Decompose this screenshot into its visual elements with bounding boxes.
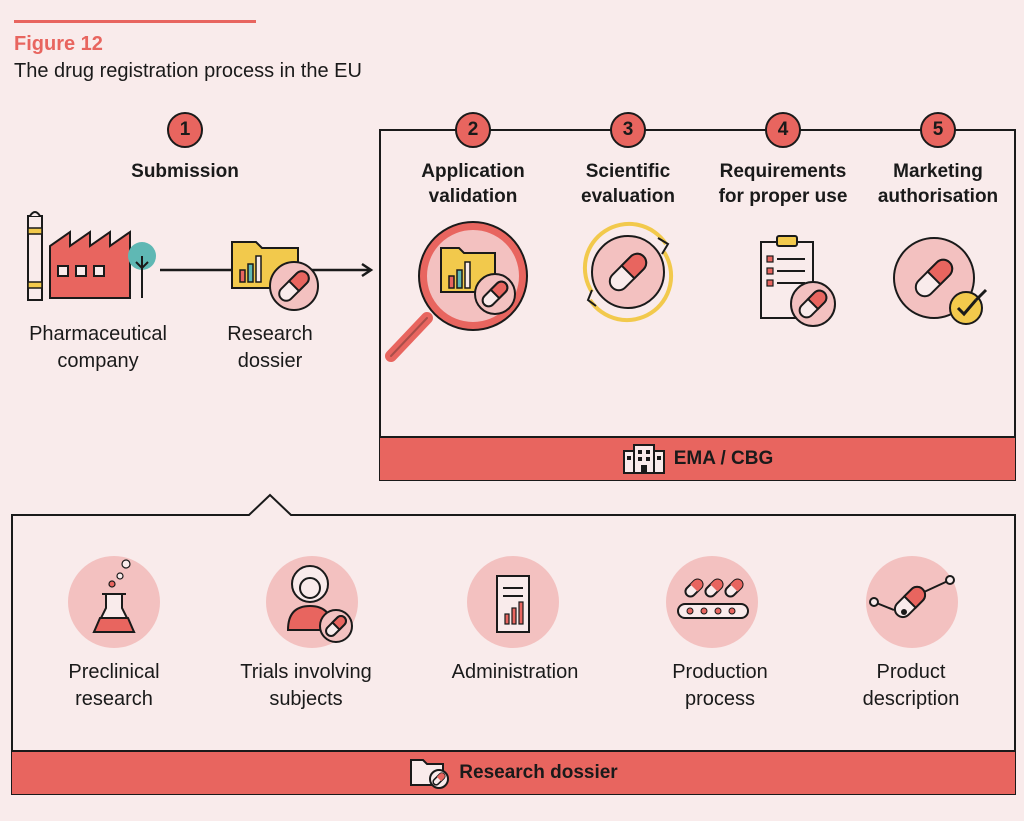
document-chart-icon <box>467 556 559 648</box>
figure-label: Figure 12 <box>14 33 103 55</box>
dossier-item-label: Preclinical research <box>68 661 160 710</box>
dossier-item-label: Administration <box>451 661 579 683</box>
evaluation-cycle-icon <box>582 221 674 323</box>
dossier-folder-icon <box>231 241 319 311</box>
step-5-number: 5 <box>920 112 956 148</box>
step-1-number: 1 <box>167 112 203 148</box>
step-5-title: Marketing authorisation <box>877 161 999 207</box>
step-2-number: 2 <box>455 112 491 148</box>
ema-bar-label: EMA / CBG <box>673 448 774 469</box>
clipboard-pill-icon <box>760 235 836 327</box>
step-4-title: Requirements for proper use <box>718 161 848 207</box>
dossier-item-label: Production process <box>672 661 768 710</box>
step-3-number: 3 <box>610 112 646 148</box>
company-label: Pharmaceutical company <box>29 323 167 372</box>
dossier-bar: Research dossier <box>12 750 1015 794</box>
title-rule <box>14 20 256 23</box>
factory-icon <box>27 211 156 301</box>
pill-molecule-icon <box>866 556 958 648</box>
dossier-item-label: Trials involving subjects <box>240 661 372 710</box>
building-icon <box>622 444 665 474</box>
dossier-label: Research dossier <box>227 323 313 372</box>
flask-icon <box>68 556 160 648</box>
step-1-title: Submission <box>131 161 239 182</box>
ema-bar: EMA / CBG <box>380 436 1015 480</box>
folder-pill-icon <box>410 759 450 789</box>
step-4-number: 4 <box>765 112 801 148</box>
step-2-title: Application validation <box>421 161 525 207</box>
step-3-title: Scientific evaluation <box>581 161 675 207</box>
dossier-bar-label: Research dossier <box>459 762 618 783</box>
dossier-item-label: Product description <box>862 661 960 710</box>
conveyor-pills-icon <box>666 556 758 648</box>
person-pill-icon <box>266 556 358 648</box>
magnifier-folder-icon <box>385 221 528 362</box>
figure-title: The drug registration process in the EU <box>14 60 362 82</box>
approved-pill-icon <box>893 237 988 325</box>
